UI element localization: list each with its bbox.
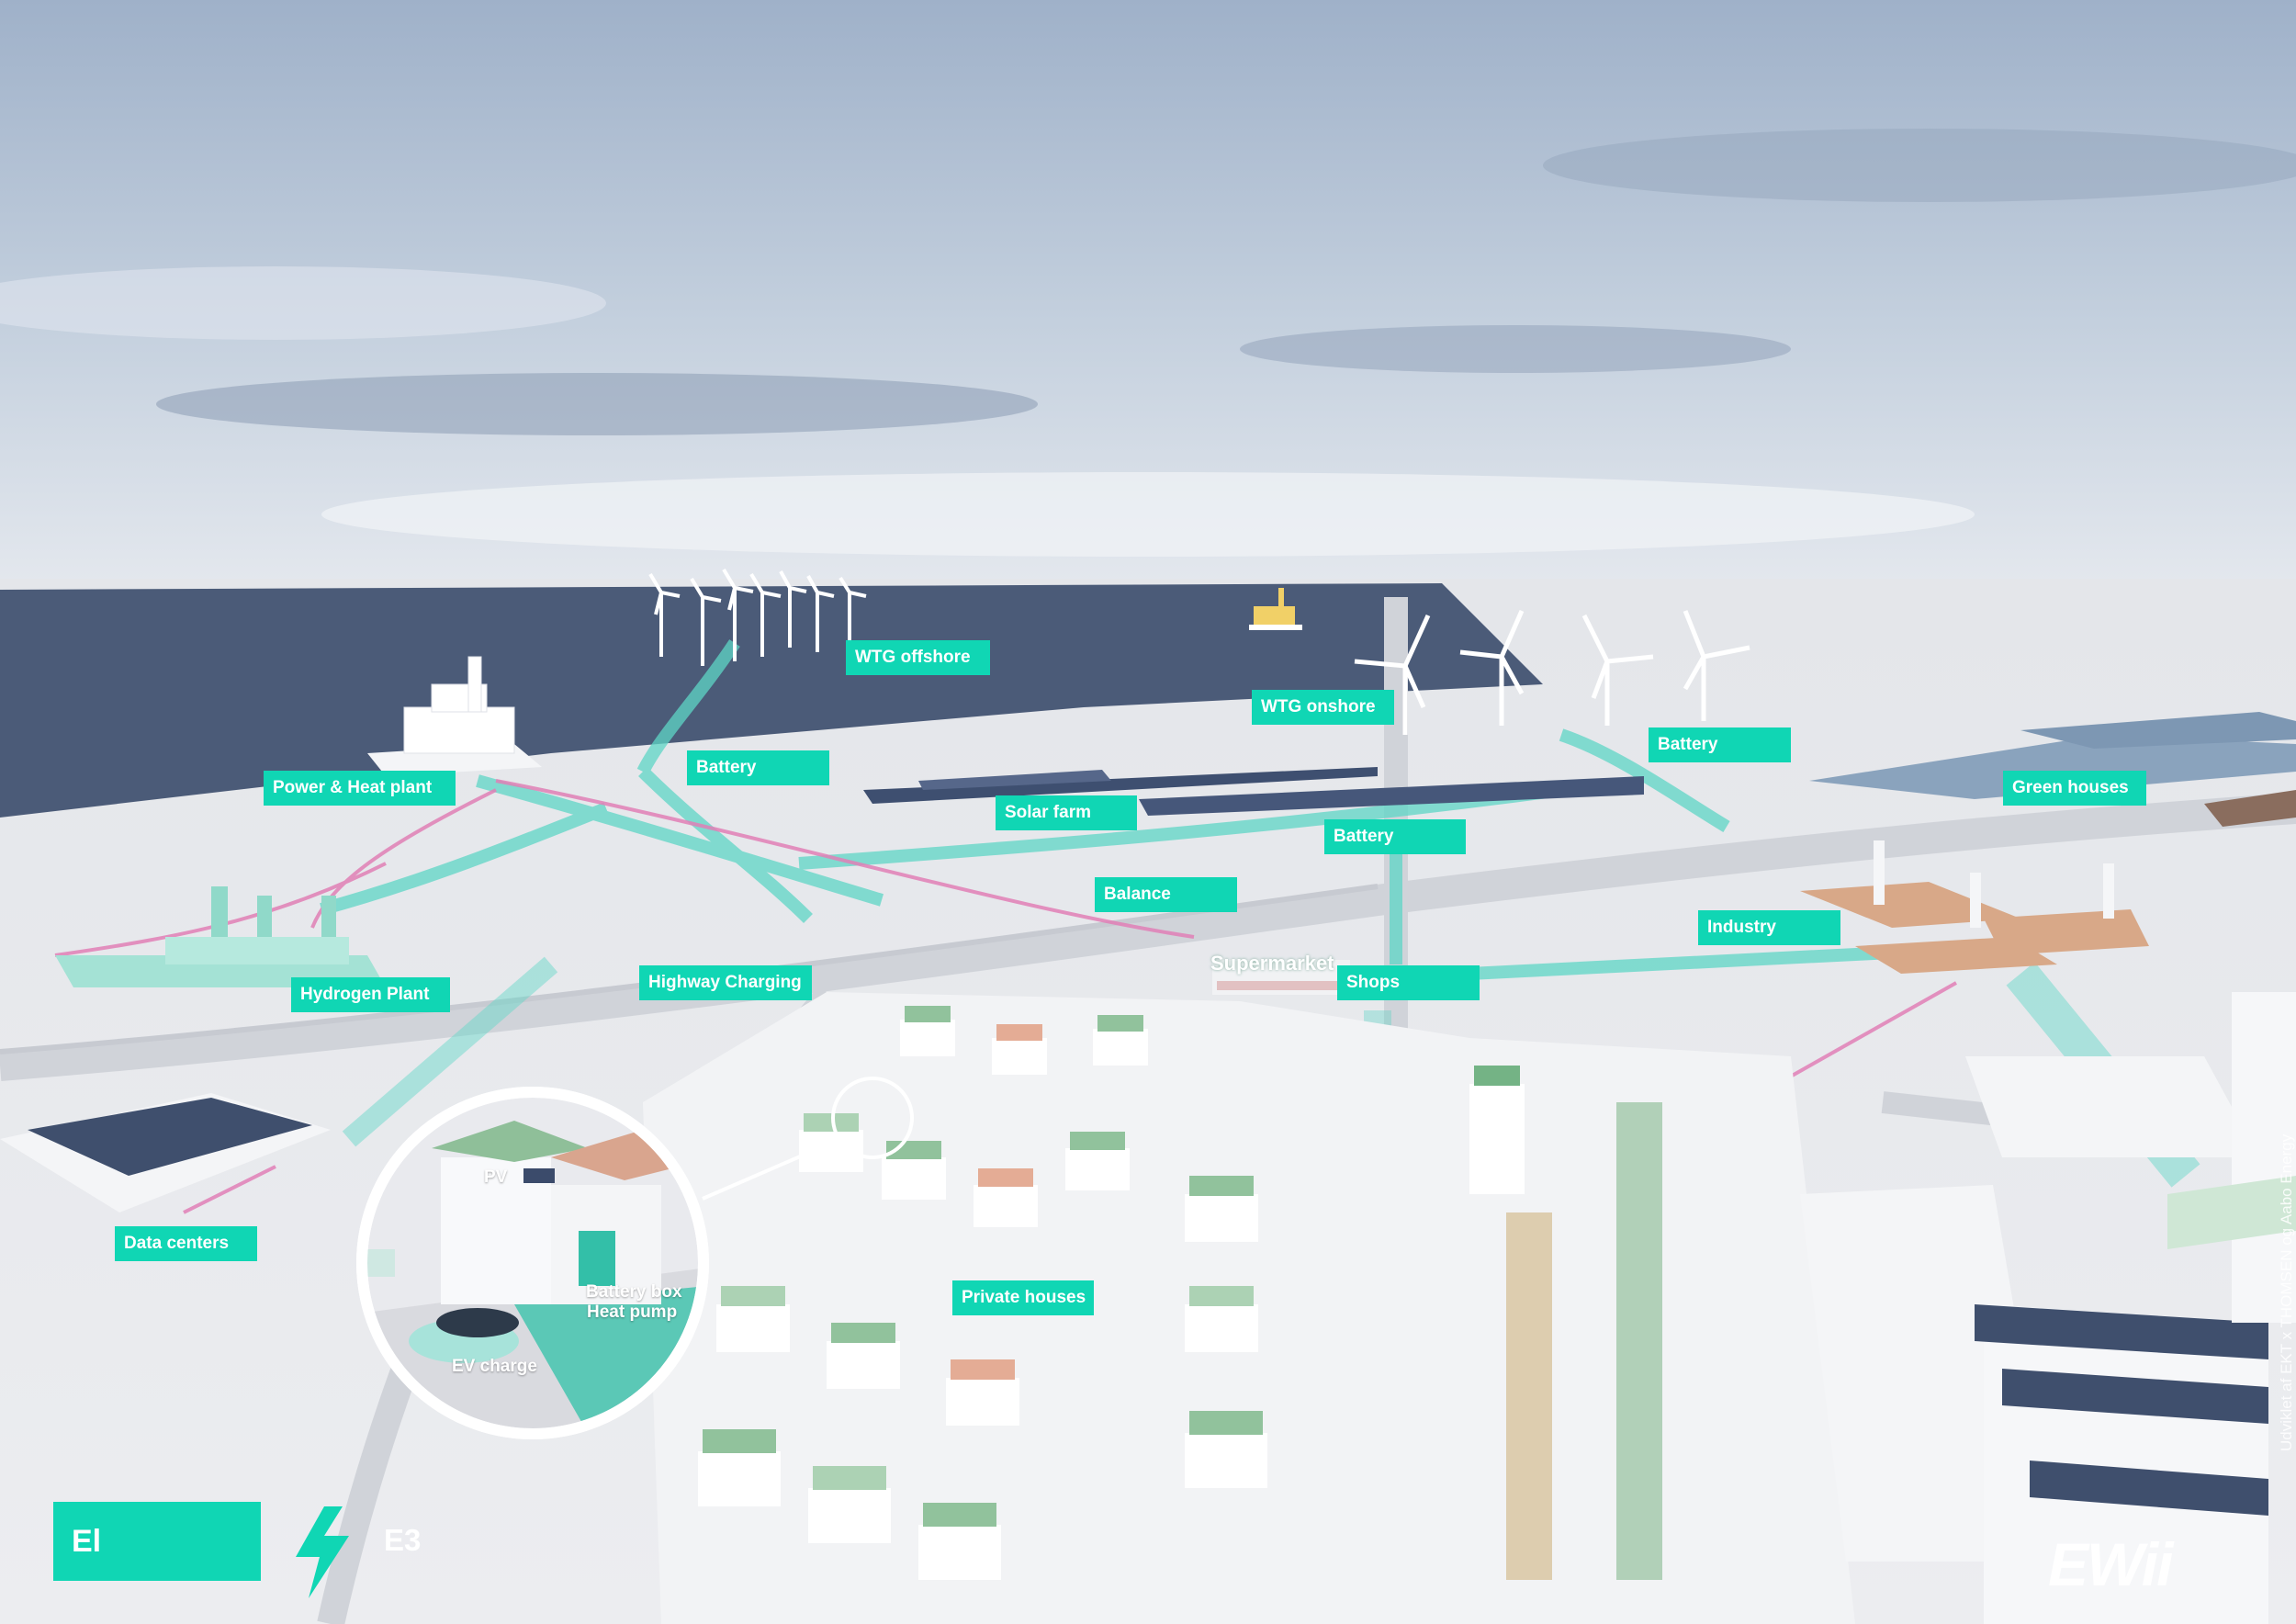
zoom-connector [702,1077,914,1201]
battery-box-label: Battery box [586,1282,682,1302]
solar-farm [863,767,1644,816]
legend-code-label: E3 [384,1523,422,1557]
power-heat-plant-label: Power & Heat plant [264,771,456,806]
greenhouses [1809,712,2296,827]
supermarket-sign: Supermarket [1210,952,1334,975]
battery-label-offshore: Battery [687,750,829,785]
shops-label: Shops [1337,965,1480,1000]
balance-label: Balance [1095,877,1237,912]
offshore-wind-turbines [648,568,867,666]
houses [698,1006,1662,1580]
image-credit: Udviklet af EKT x THOMSEN og Aabo Energy [2278,1133,2295,1451]
onshore-wind-turbines [1354,609,1750,735]
ev-charge-label: EV charge [452,1357,537,1376]
solar-farm-label: Solar farm [996,795,1137,830]
ewii-logo: EWii [2048,1530,2173,1598]
heat-pump-label: Heat pump [587,1303,678,1322]
hydrogen-plant-label: Hydrogen Plant [291,977,450,1012]
apartment-blocks [1975,992,2296,1624]
data-center [0,1093,331,1212]
industry [1800,840,2149,974]
supermarket [1212,960,1350,995]
private-houses-label: Private houses [952,1280,1094,1315]
legend-el-badge: El [53,1502,261,1581]
data-centers-label: Data centers [115,1226,257,1261]
highway-charging-label: Highway Charging [639,965,812,1000]
power-heat-plant [367,656,542,776]
wtg-onshore-label: WTG onshore [1252,690,1394,725]
wtg-offshore-label: WTG offshore [846,640,990,675]
pv-label: PV [484,1167,508,1187]
sky [0,0,2296,588]
green-houses-label: Green houses [2003,771,2146,806]
battery-label-onshore: Battery [1649,727,1791,762]
zoom-inset [356,1087,709,1439]
industry-label: Industry [1698,910,1840,945]
offshore-rig [1249,588,1302,630]
battery-label-solar: Battery [1324,819,1466,854]
legend-el-label: El [72,1524,102,1559]
lightning-bolt-icon [296,1506,349,1598]
residential-area [643,992,1855,1624]
